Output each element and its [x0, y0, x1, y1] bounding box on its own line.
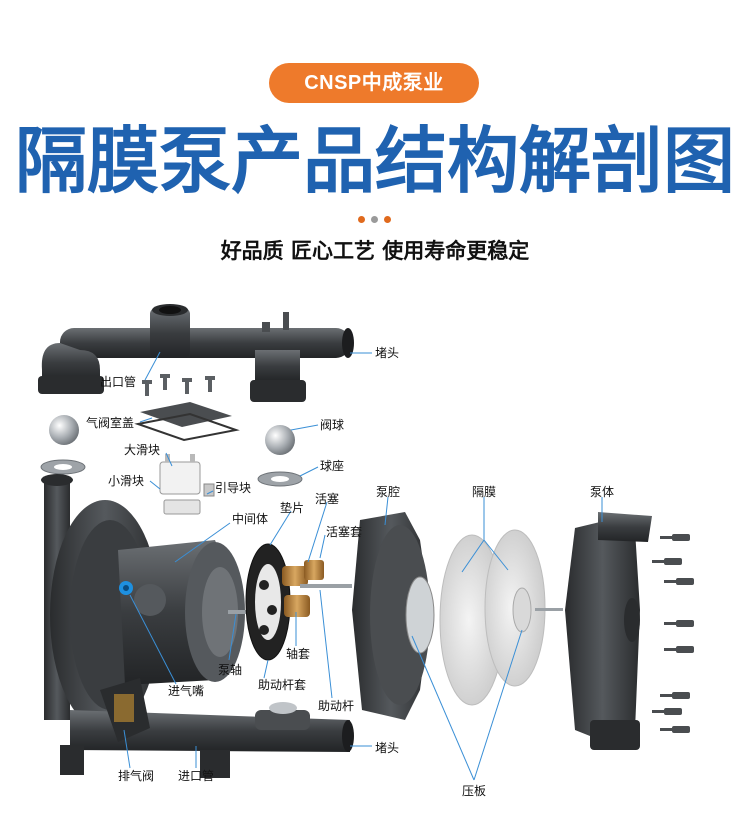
page-title: 隔膜泵产品结构解剖图 [14, 119, 735, 203]
label-shaft-sleeve: 轴套 [286, 646, 310, 661]
label-assist-rod-sleeve: 助动杆套 [258, 678, 306, 692]
pump-body [565, 512, 652, 750]
pump-body-bolts [652, 534, 694, 733]
piston-assembly [282, 560, 352, 617]
label-middle-body: 中间体 [232, 511, 268, 526]
label-valve-ball: 阀球 [320, 418, 344, 432]
label-plug-bottom: 堵头 [375, 741, 399, 755]
label-pressure-plate: 压板 [462, 784, 486, 798]
valve-ball-right [265, 425, 295, 455]
label-piston: 活塞 [315, 491, 339, 506]
label-inlet-pipe: 进口管 [178, 768, 214, 783]
label-assist-rod: 助动杆 [318, 699, 354, 713]
decorative-dots [358, 216, 392, 224]
label-piston-sleeve: 活塞套 [326, 524, 362, 539]
label-ball-seat: 球座 [320, 458, 344, 473]
label-outlet-pipe: 出口管 [100, 374, 136, 389]
dot-1 [358, 216, 365, 223]
pump-main-body [41, 474, 258, 730]
dot-2 [371, 216, 378, 223]
label-air-inlet: 进气嘴 [168, 683, 204, 698]
label-diaphragm: 隔膜 [472, 485, 496, 499]
label-plug-top: 堵头 [375, 346, 399, 360]
label-large-slider: 大滑块 [124, 443, 160, 457]
label-valve-chamber-cover: 气阀室盖 [86, 415, 134, 430]
valve-ball-left [49, 415, 79, 445]
cover-bolts [142, 374, 215, 396]
label-guide-block: 引导块 [215, 481, 251, 495]
pump-exploded-diagram: 堵头 出口管 气阀室盖 阀球 大滑块 球座 小滑块 引导块 泵腔 隔膜 泵体 活… [38, 304, 694, 798]
valve-chamber-cover [134, 402, 240, 442]
label-pump-shaft: 泵轴 [218, 662, 242, 677]
label-pump-chamber: 泵腔 [376, 484, 400, 499]
pump-chamber [352, 512, 435, 720]
label-gasket: 垫片 [280, 500, 304, 515]
page-subtitle: 好品质 匠心工艺 使用寿命更稳定 [220, 239, 530, 263]
slider-block-assembly [159, 454, 215, 515]
brand-badge: CNSP中成泵业 [269, 63, 479, 103]
leader-lines [123, 351, 603, 781]
outlet-manifold [38, 304, 354, 402]
label-exhaust-valve: 排气阀 [118, 768, 154, 783]
inlet-manifold [60, 678, 354, 778]
gasket-plate [245, 543, 291, 661]
dot-3 [384, 216, 391, 223]
label-small-slider: 小滑块 [108, 474, 144, 488]
label-pump-body: 泵体 [590, 485, 614, 499]
